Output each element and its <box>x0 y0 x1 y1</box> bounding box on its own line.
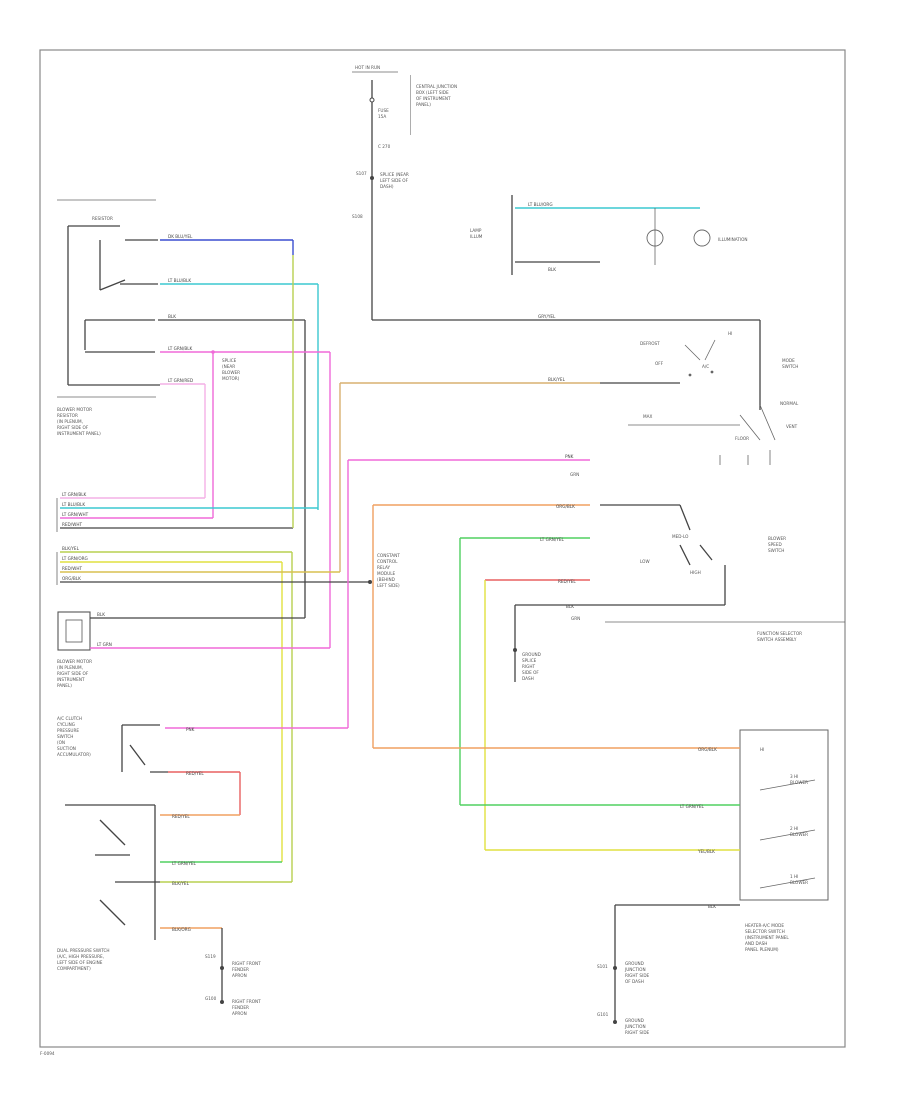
dual-pressure-switch: RED/YEL LT GRN/YEL BLK/YEL BLK/ORG DUAL … <box>57 804 292 1002</box>
resistor-header: RESISTOR <box>92 216 113 221</box>
bss-wire-3: RED/YEL <box>558 579 576 584</box>
mode-pos-normal: NORMAL <box>780 401 799 406</box>
left-connector-2: BLK/YEL LT GRN/ORG RED/WHT ORG/BLK <box>56 546 370 882</box>
bss-ground: GRN <box>571 616 580 621</box>
resistor-block: RESISTOR DK BLU/YEL LT BLU/BLK BLK LT GR… <box>57 199 331 648</box>
conn2-line-4: ORG/BLK <box>62 576 81 581</box>
dual-switch-label: DUAL PRESSURE SWITCH(A/C, HIGH PRESSURE,… <box>57 948 110 971</box>
rm-orange-wire: ORG/BLK <box>698 747 717 752</box>
blower-motor: BLK LT GRN BLOWER MOTOR(IN PLENUM,RIGHT … <box>57 611 330 688</box>
dual-wire-2: BLK/YEL <box>172 881 190 886</box>
corner-label: F-0094 <box>40 1051 55 1056</box>
mode-switch: BLK/YEL PNK GRN DEFROST HI OFF A/C MAX N… <box>339 331 799 572</box>
mode-tan-wire: BLK/YEL <box>548 377 566 382</box>
ground-g1-label: S119 <box>205 954 216 959</box>
conn2-line-3: RED/WHT <box>62 566 82 571</box>
rm-yellow-wire: YEL/BLK <box>697 849 715 854</box>
mode-pos-defrost: DEFROST <box>640 341 660 346</box>
conn2-line-2: LT GRN/ORG <box>62 556 88 561</box>
br-ground-g1: S101 <box>597 964 608 969</box>
mode-pos-ac: A/C <box>702 364 709 369</box>
bss-low: LOW <box>640 559 650 564</box>
hot-in-run-label: HOT IN RUN <box>355 65 380 70</box>
gry-yel-wire-label: GRY/YEL <box>538 314 556 319</box>
mode-pink-sub: GRN <box>570 472 579 477</box>
diagram-frame <box>39 49 846 1048</box>
bss-high: HIGH <box>690 570 701 575</box>
resistor-wire-2-label: LT BLU/BLK <box>168 278 191 283</box>
blower-wire-2: LT GRN <box>97 642 112 647</box>
conn1-line-3: LT GRN/WHT <box>62 512 89 517</box>
illum-bulb2-icon <box>693 229 711 247</box>
illum-black-wire-label: BLK <box>548 267 556 272</box>
dual-orange-wire: RED/YEL <box>172 814 190 819</box>
blower-wire-1: BLK <box>97 612 105 617</box>
conn1-line-1: LT GRN/BLK <box>62 492 87 497</box>
s108-label: S108 <box>352 214 363 219</box>
bss-wire-1: ORG/BLK <box>556 504 575 509</box>
illum-bulb-icon <box>646 229 664 247</box>
s107-label: S107 <box>356 171 367 176</box>
blower-speed-switch: ORG/BLK LT GRN/YEL RED/YEL BLK GRN MED-L… <box>372 504 845 850</box>
resistor-wire-3-label: BLK <box>168 314 176 319</box>
conn1-line-4: RED/WHT <box>62 522 82 527</box>
mode-pos-max: MAX <box>643 414 652 419</box>
resistor-wire-4-label: LT GRN/BLK <box>168 346 193 351</box>
dual-wire-1: LT GRN/YEL <box>172 861 197 866</box>
dual-wire-3: BLK/ORG <box>172 927 191 932</box>
mode-pos-off: OFF <box>655 361 664 366</box>
mode-pos-hi: HI <box>728 331 732 336</box>
left-connector-1: LT GRN/BLK LT BLU/BLK LT GRN/WHT RED/WHT <box>56 255 318 532</box>
rm-row-1: HI <box>760 747 764 752</box>
illumination-label: ILLUMINATION <box>718 237 748 242</box>
bss-wire-4: BLK <box>566 604 574 609</box>
illum-cyan-wire-label: LT BLU/ORG <box>528 202 553 207</box>
bss-wire-2: LT GRN/YEL <box>540 537 565 542</box>
ground-g2-label: G100 <box>205 996 217 1001</box>
mode-pos-vent: VENT <box>786 424 798 429</box>
mode-pink-wire: PNK <box>565 454 574 459</box>
pressure-pink-wire: PNK <box>186 727 195 732</box>
resistor-wire-5-label: LT GRN/RED <box>168 378 193 383</box>
splice-c-label: C 270 <box>378 144 391 149</box>
conn1-line-2: LT BLU/BLK <box>62 502 85 507</box>
br-ground-g2: G101 <box>597 1012 609 1017</box>
conn2-line-1: BLK/YEL <box>62 546 80 551</box>
bss-med: MED-LO <box>672 534 689 539</box>
mode-pos-floor: FLOOR <box>735 436 749 441</box>
resistor-wire-1-label: DK BLU/YEL <box>168 234 193 239</box>
rm-green-wire: LT GRN/YEL <box>680 804 705 809</box>
pressure-red-wire: RED/YEL <box>186 771 204 776</box>
rm-black-wire: BLK <box>708 904 716 909</box>
